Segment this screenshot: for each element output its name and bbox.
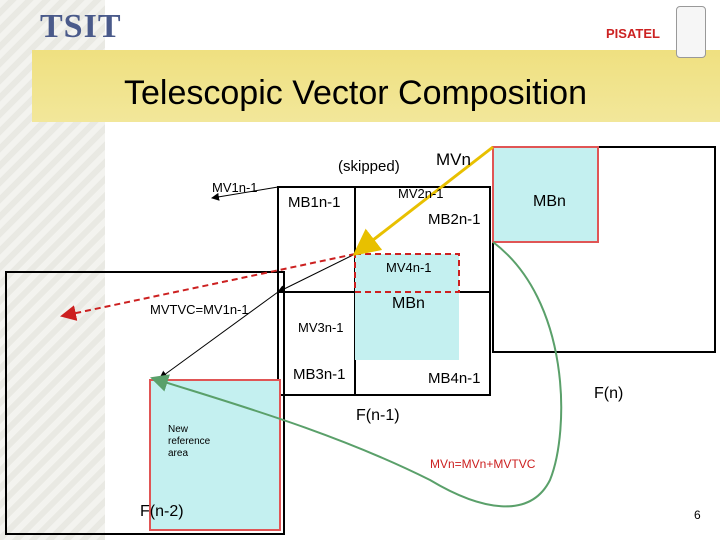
frame-n2-box (5, 271, 285, 535)
slide-title: Telescopic Vector Composition (124, 74, 588, 112)
title-bar (32, 50, 720, 122)
mb-n-top-block (492, 146, 599, 243)
tsit-logo: TSIT (40, 8, 122, 45)
mv2-arrow (277, 253, 356, 293)
mb3-label: MB3n-1 (293, 366, 346, 383)
mv1-label: MV1n-1 (212, 180, 258, 195)
mv4-dashed-box (354, 253, 460, 293)
frame-n-box (492, 146, 716, 353)
frame-n-label: F(n) (594, 385, 624, 402)
mv-n-yellow-arrow (352, 145, 494, 256)
mv4-label: MV4n-1 (386, 260, 432, 275)
mb2-label: MB2n-1 (428, 211, 481, 228)
mb-n-top-label: MBn (533, 193, 566, 210)
mobile-phone-icon (676, 6, 706, 58)
mb-n-mid-block (355, 254, 459, 360)
brand-label: PISATEL (606, 26, 660, 41)
mv3-arrow (159, 291, 279, 379)
mv-tvc-label: MVTVC=MV1n-1 (150, 302, 249, 317)
formula-label: MVn=MVn+MVTVC (430, 457, 536, 471)
mb-n-mid-label: MBn (392, 295, 425, 312)
mv3-label: MV3n-1 (298, 320, 344, 335)
new-reference-area-label: New reference area (168, 424, 211, 459)
new-reference-area-block (149, 379, 281, 531)
mv1-arrow (211, 186, 279, 201)
mv-n-label: MVn (436, 150, 471, 169)
frame-n1-label: F(n-1) (356, 407, 400, 424)
skipped-label: (skipped) (338, 158, 400, 175)
mv2-label: MV2n-1 (398, 186, 444, 201)
mv-n-composed-green-curve (150, 241, 563, 508)
page-number: 6 (694, 508, 701, 522)
mb4-label: MB4n-1 (428, 370, 481, 387)
mb1-label: MB1n-1 (288, 194, 341, 211)
frame-n2-label: F(n-2) (140, 503, 184, 520)
